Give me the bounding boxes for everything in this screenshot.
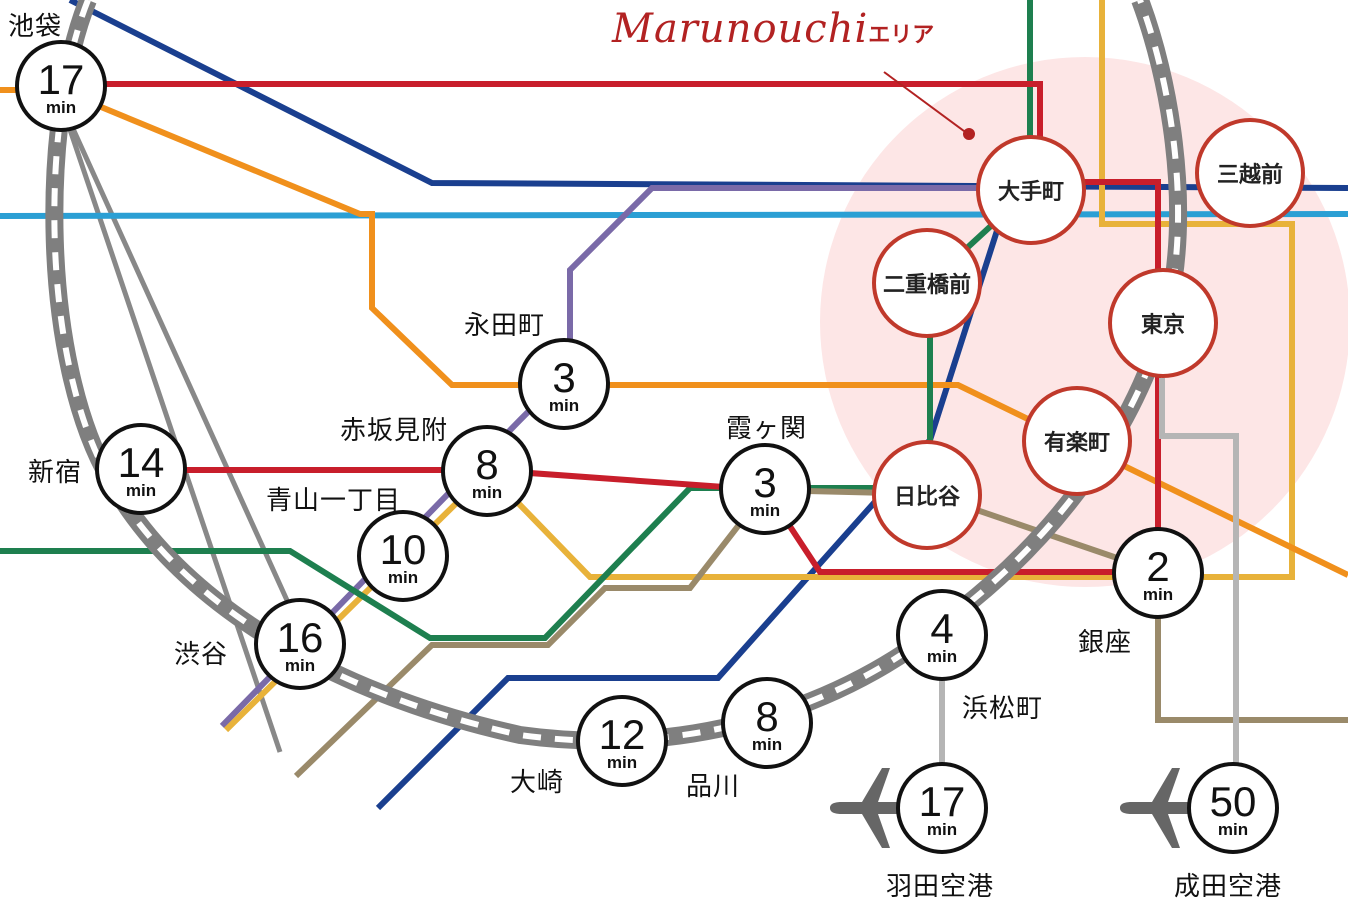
yurakucho-line-loop xyxy=(1099,0,1295,580)
station-name: 有楽町 xyxy=(1043,431,1110,456)
time-unit: min xyxy=(926,820,958,839)
time-unit: min xyxy=(749,501,781,520)
travel-time: 3 xyxy=(552,354,576,401)
travel-time: 17 xyxy=(37,56,85,103)
station-yurakucho[interactable]: 有楽町 xyxy=(1022,386,1132,496)
label-shinjuku: 新宿 xyxy=(28,458,83,488)
label-aoyamaitchome: 青山一丁目 xyxy=(266,486,402,516)
station-mitsukoshimae[interactable]: 三越前 xyxy=(1195,118,1305,228)
travel-time: 50 xyxy=(1209,778,1257,825)
station-name: 東京 xyxy=(1140,313,1185,338)
area-callout-line xyxy=(883,71,969,135)
airplane-icon-haneda xyxy=(830,768,912,848)
travel-time: 8 xyxy=(475,441,499,488)
hibiya-line xyxy=(293,486,1348,779)
time-unit: min xyxy=(45,98,77,117)
area-title-suffix: エリア xyxy=(868,23,935,48)
travel-time: 12 xyxy=(598,711,646,758)
label-ikebukuro: 池袋 xyxy=(8,12,63,42)
time-unit: min xyxy=(1217,820,1249,839)
label-haneda: 羽田空港 xyxy=(886,872,995,902)
label-hamamatsucho: 浜松町 xyxy=(962,694,1044,724)
label-osaki: 大崎 xyxy=(510,768,565,798)
yamanote-loop-ties xyxy=(51,0,1182,744)
time-unit: min xyxy=(606,753,638,772)
label-akasakamitsuke: 赤坂見附 xyxy=(340,416,449,446)
label-shinagawa: 品川 xyxy=(686,772,741,802)
travel-time: 8 xyxy=(755,693,779,740)
label-ginza: 銀座 xyxy=(1078,628,1133,658)
time-unit: min xyxy=(387,568,419,587)
time-unit: min xyxy=(1142,585,1174,604)
tozai-line xyxy=(0,211,1348,219)
label-kasumigaseki: 霞ヶ関 xyxy=(726,414,808,444)
station-tokyo[interactable]: 東京 xyxy=(1108,268,1218,378)
station-name: 三越前 xyxy=(1216,163,1283,188)
label-narita: 成田空港 xyxy=(1174,872,1283,902)
travel-time: 4 xyxy=(930,605,954,652)
area-callout-dot xyxy=(963,128,975,140)
ginza-line xyxy=(0,87,1348,578)
travel-time: 10 xyxy=(379,526,427,573)
time-unit: min xyxy=(751,735,783,754)
yurakucho-line-south xyxy=(223,467,1158,733)
area-title-script: Marunouchi xyxy=(612,6,869,52)
time-unit: min xyxy=(548,396,580,415)
chiyoda-line-north xyxy=(927,0,1033,488)
narita-access-line xyxy=(1159,378,1239,800)
station-hibiya[interactable]: 日比谷 xyxy=(872,440,982,550)
station-name: 大手町 xyxy=(997,180,1064,205)
station-name: 日比谷 xyxy=(893,485,960,510)
station-name: 二重橋前 xyxy=(882,273,971,298)
time-unit: min xyxy=(284,656,316,675)
label-shibuya: 渋谷 xyxy=(174,640,229,670)
station-nijubashimae[interactable]: 二重橋前 xyxy=(872,228,982,338)
time-unit: min xyxy=(125,481,157,500)
travel-time: 17 xyxy=(918,778,966,825)
time-unit: min xyxy=(926,647,958,666)
airplane-icon-narita xyxy=(1120,768,1202,848)
jr-saikyo-line xyxy=(57,99,283,753)
label-nagatacho: 永田町 xyxy=(464,311,546,341)
area-title: Marunouchiエリア xyxy=(612,6,934,52)
time-unit: min xyxy=(471,483,503,502)
station-otemachi[interactable]: 大手町 xyxy=(976,135,1086,245)
travel-time: 16 xyxy=(276,614,324,661)
travel-time: 3 xyxy=(753,459,777,506)
travel-time: 2 xyxy=(1146,543,1170,590)
travel-time: 14 xyxy=(117,439,165,486)
